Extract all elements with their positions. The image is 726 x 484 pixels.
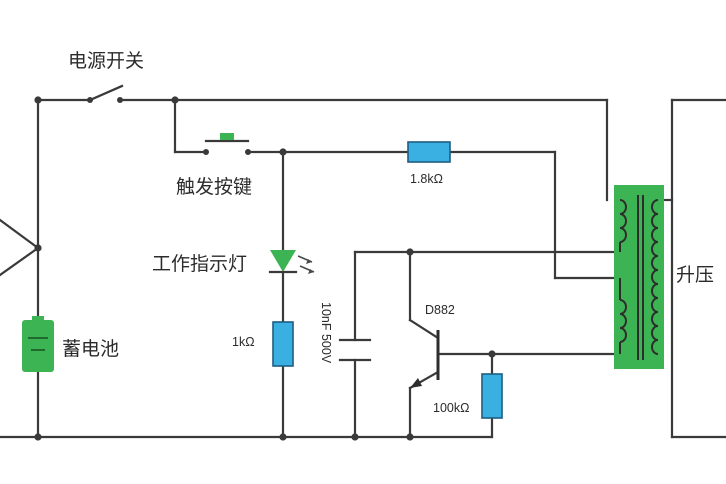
resistor-1k8-label: 1.8kΩ [410, 172, 443, 186]
trigger-button [203, 133, 251, 155]
transformer-label: 升压 [676, 264, 714, 286]
capacitor-label: 10nF 500V [319, 302, 333, 364]
junction-dots [34, 96, 496, 441]
battery-label: 蓄电池 [62, 338, 119, 360]
resistor-1k8 [407, 141, 451, 163]
resistor-100k-label: 100kΩ [433, 401, 469, 415]
trigger-button-label: 触发按键 [176, 176, 252, 198]
resistor-1k-label: 1kΩ [232, 335, 255, 349]
indicator-light-label: 工作指示灯 [152, 253, 247, 275]
transistor-label: D882 [425, 303, 455, 317]
battery-icon [22, 316, 54, 372]
transformer-icon [614, 185, 664, 369]
resistor-1k [272, 321, 294, 367]
power-switch-label: 电源开关 [68, 50, 144, 72]
capacitor [338, 338, 372, 362]
resistor-100k [481, 373, 503, 419]
power-switch [87, 84, 124, 103]
indicator-led-icon [268, 250, 315, 274]
transistor-d882 [410, 330, 440, 388]
